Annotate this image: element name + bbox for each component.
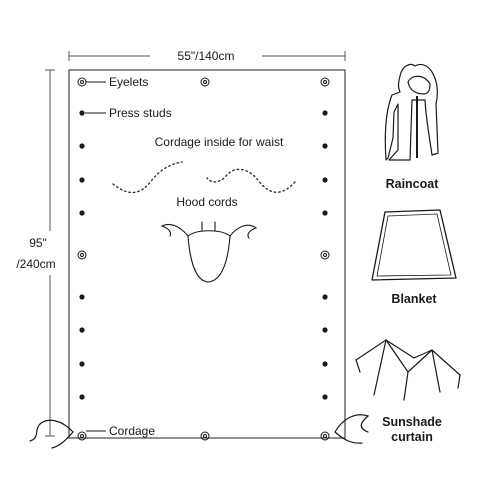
- press-stud: [322, 110, 328, 116]
- press-stud: [79, 394, 85, 400]
- eyelet: [77, 431, 87, 441]
- hood-cords: [160, 221, 258, 239]
- height-label-inches: 95": [29, 236, 47, 250]
- eyelet: [77, 250, 87, 260]
- press-stud: [322, 394, 328, 400]
- press-stud: [322, 294, 328, 300]
- press-stud: [322, 327, 328, 333]
- press-stud: [79, 210, 85, 216]
- corner-cordage: [29, 414, 370, 449]
- waist-cordage: [112, 161, 296, 194]
- sunshade-illustration: [355, 339, 461, 401]
- raincoat-label: Raincoat: [386, 177, 440, 191]
- press-stud: [79, 110, 85, 116]
- eyelets-label: Eyelets: [109, 75, 148, 89]
- blanket-illustration: [371, 209, 457, 281]
- hood-opening: [187, 230, 231, 283]
- eyelet: [200, 431, 210, 441]
- corner-cord-left: [29, 419, 74, 449]
- eyelet: [200, 77, 210, 87]
- eyelets-callout: Eyelets: [86, 75, 148, 89]
- raincoat-illustration: [384, 63, 439, 161]
- height-dimension: 95" /240cm: [5, 69, 63, 437]
- press-studs-callout: Press studs: [85, 106, 172, 120]
- press-stud: [79, 327, 85, 333]
- sunshade-label-line2: curtain: [391, 430, 433, 444]
- press-studs: [79, 110, 328, 400]
- press-stud: [322, 361, 328, 367]
- height-label-cm: /240cm: [16, 257, 55, 271]
- width-dimension: 55"/140cm: [68, 48, 346, 63]
- press-studs-label: Press studs: [109, 106, 172, 120]
- eyelets: [77, 77, 330, 441]
- cordage-waist-label: Cordage inside for waist: [155, 135, 284, 149]
- press-stud: [79, 294, 85, 300]
- width-label: 55"/140cm: [178, 49, 235, 63]
- press-stud: [322, 210, 328, 216]
- sunshade-label-line1: Sunshade: [382, 415, 442, 429]
- press-stud: [79, 143, 85, 149]
- press-stud: [79, 177, 85, 183]
- hood-cords-label: Hood cords: [176, 195, 237, 209]
- cordage-callout: Cordage: [86, 424, 155, 438]
- eyelet: [320, 250, 330, 260]
- corner-cord-right: [334, 414, 370, 444]
- eyelet: [320, 431, 330, 441]
- cordage-label: Cordage: [109, 424, 155, 438]
- press-stud: [322, 143, 328, 149]
- eyelet: [320, 77, 330, 87]
- press-stud: [322, 177, 328, 183]
- press-stud: [79, 361, 85, 367]
- blanket-label: Blanket: [391, 292, 437, 306]
